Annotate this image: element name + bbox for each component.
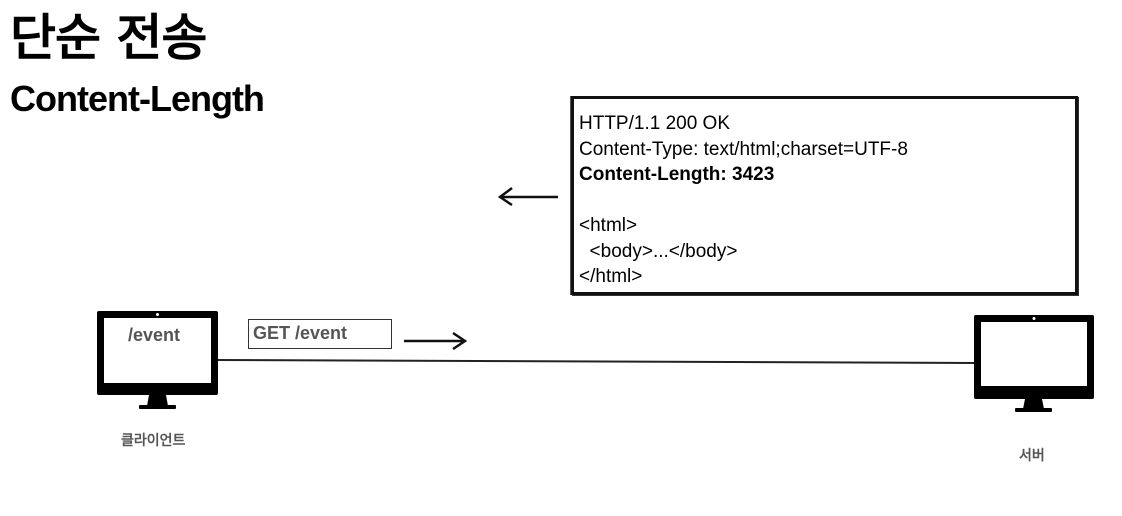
http-request-label: GET /event [248, 319, 392, 349]
server-monitor-icon [974, 315, 1094, 412]
page-title: 단순 전송 [10, 9, 207, 67]
response-line: </html> [579, 266, 643, 287]
connection-line [215, 359, 977, 364]
server-caption: 서버 [1019, 448, 1045, 464]
arrow-right-icon [404, 331, 468, 351]
response-line: <html> [579, 215, 638, 236]
client-monitor-icon [97, 311, 218, 409]
client-caption: 클라이언트 [121, 433, 186, 449]
http-response-message: HTTP/1.1 200 OK Content-Type: text/html;… [571, 96, 1078, 295]
response-line: Content-Type: text/html;charset=UTF-8 [579, 138, 908, 160]
response-line: <body>...</body> [579, 240, 738, 262]
client-screen-text: /event [128, 325, 181, 345]
response-line-content-length: Content-Length: 3423 [579, 164, 775, 185]
arrow-left-icon [497, 187, 558, 207]
response-line-blank [579, 188, 1075, 214]
response-line: HTTP/1.1 200 OK [579, 113, 731, 134]
page-subtitle: Content-Length [10, 78, 265, 119]
